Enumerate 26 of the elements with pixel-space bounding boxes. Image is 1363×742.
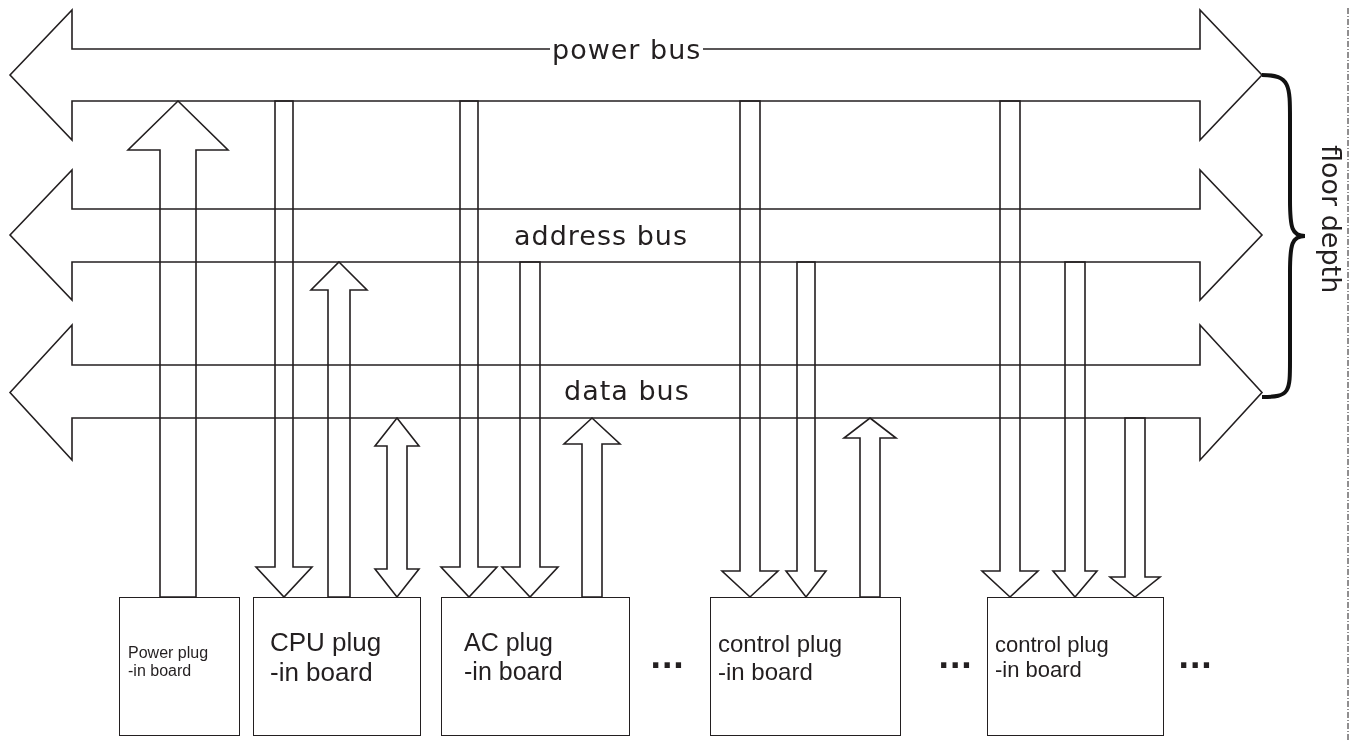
block-arrow: [784, 261, 828, 599]
board-box: [987, 597, 1164, 736]
block-arrow: [373, 416, 421, 599]
block-arrow: [1107, 417, 1163, 599]
board-label: control plug -in board: [995, 632, 1110, 683]
block-arrow: [439, 100, 499, 599]
block-arrow: [841, 417, 899, 598]
board-label: AC plug -in board: [464, 628, 564, 686]
board-label: CPU plug -in board: [270, 628, 383, 688]
ellipsis: ...: [650, 640, 685, 675]
block-arrow: [561, 416, 623, 598]
block-arrow: [254, 100, 314, 599]
block-arrow: [309, 260, 369, 598]
ellipsis: ...: [938, 640, 973, 675]
board-box: [710, 597, 901, 736]
block-arrow: [126, 99, 230, 598]
board-box: [441, 597, 630, 736]
block-arrow: [1051, 261, 1099, 599]
board-box: [119, 597, 240, 736]
block-arrow: [500, 261, 560, 599]
block-arrow: [719, 100, 781, 599]
board-box: [253, 597, 421, 736]
board-label: control plug -in board: [718, 630, 844, 686]
board-label: Power plug -in board: [128, 644, 210, 681]
block-arrow: [979, 100, 1041, 599]
ellipsis: ...: [1178, 640, 1213, 675]
